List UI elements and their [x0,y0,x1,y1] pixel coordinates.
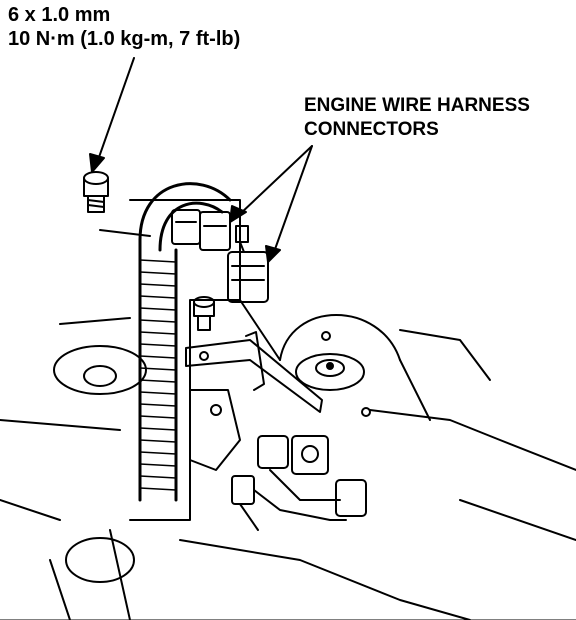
harness-bracket [129,199,241,521]
bolt-size-label: 6 x 1.0 mm [8,4,111,26]
mounting-rail [185,331,323,413]
strut-tower [279,314,431,421]
engine-body [0,299,576,620]
harness-label-line2: CONNECTORS [304,119,439,140]
harness-conduit [138,182,232,502]
lower-connector-group [231,435,367,531]
torque-spec-label: 10 N·m (1.0 kg-m, 7 ft-lb) [8,28,241,50]
bolt-icon-2 [193,296,215,331]
bolt-icon [83,171,151,237]
harness-label-line1: ENGINE WIRE HARNESS [304,95,530,116]
upper-connector-group [171,209,269,303]
